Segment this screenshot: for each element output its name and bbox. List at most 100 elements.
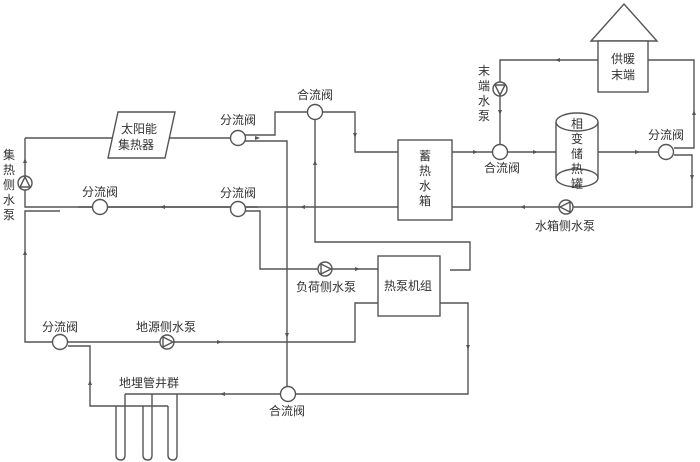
diverter-valve-solar-label: 分流阀 <box>220 113 256 127</box>
heating-terminal-roof <box>589 2 659 42</box>
pumps: 集 热 侧 水 泵 末 端 水 泵 水箱侧水泵 负荷侧水泵 <box>3 64 595 350</box>
collector-side-pump-char: 侧 <box>3 178 15 192</box>
heat-pump-unit: 热泵机组 <box>377 255 441 317</box>
diverter-valve-middle-label: 分流阀 <box>220 186 256 200</box>
terminal-pump: 末 端 水 泵 <box>478 64 508 123</box>
flow-arrow <box>88 380 92 385</box>
pipe-diverter-up-to-terminal <box>648 59 695 149</box>
merge-valve-right <box>491 143 509 161</box>
flow-arrow <box>520 205 525 209</box>
pipe-terminal-to-pump <box>499 59 598 145</box>
heat-pump-unit-label: 热泵机组 <box>384 279 432 293</box>
flow-arrow <box>466 345 470 350</box>
ground-u-tube-2 <box>142 394 153 461</box>
heat-storage-tank-char: 箱 <box>419 193 431 208</box>
pipe-diverter-down <box>573 154 693 208</box>
phase-change-tank-char: 相 <box>571 117 583 131</box>
pipe-diverter-to-wells <box>68 345 168 407</box>
flow-arrow <box>353 133 357 138</box>
pipes <box>24 59 695 461</box>
heat-pump-unit-shape <box>377 255 441 317</box>
pump-triangle-icon <box>162 335 175 349</box>
flow-arrow <box>313 160 317 165</box>
flow-arrow <box>498 110 502 115</box>
flow-arrow <box>285 333 289 338</box>
phase-change-tank: 相 变 储 热 罐 <box>555 112 599 191</box>
collector-side-pump-char: 集 <box>3 147 15 162</box>
pump-triangle-icon <box>558 200 571 214</box>
phase-change-tank-char: 罐 <box>571 177 583 191</box>
merge-valve-top <box>306 103 324 121</box>
solar-collector-label-line2: 集热器 <box>118 137 154 152</box>
pump-triangle-icon <box>18 175 32 188</box>
merge-valve-top-label: 合流阀 <box>297 87 333 102</box>
heating-terminal-label-line2: 末端 <box>611 68 635 82</box>
merge-valve-right-label: 合流阀 <box>484 160 520 175</box>
load-side-pump: 负荷侧水泵 <box>296 261 356 294</box>
pipe-diverter-to-merge-top <box>245 111 307 136</box>
diverter-valve-middle <box>229 200 247 218</box>
collector-side-pump-char: 泵 <box>3 208 15 222</box>
ground-well-group-label: 地埋管井群 <box>119 375 179 390</box>
terminal-pump-char: 末 <box>478 64 490 78</box>
terminal-pump-char: 水 <box>478 94 490 108</box>
flow-arrow <box>692 110 696 115</box>
diverter-valve-left-label: 分流阀 <box>82 185 118 199</box>
merge-valve-bottom-label: 合流阀 <box>269 403 305 418</box>
tank-side-pump-label: 水箱侧水泵 <box>535 218 595 233</box>
flow-arrow <box>355 267 360 271</box>
pipe-heatpump-to-ground-line <box>173 302 378 343</box>
phase-change-tank-bottom-rim <box>555 168 599 179</box>
heating-terminal: 供暖 末端 <box>589 2 659 93</box>
terminal-pump-char: 泵 <box>478 109 490 123</box>
flow-arrow <box>473 150 478 154</box>
pipe-merge-top-down <box>314 119 471 271</box>
heat-storage-tank-char: 蓄 <box>419 149 431 163</box>
diverter-valve-left <box>91 198 109 216</box>
solar-collector-label-line1: 太阳能 <box>121 121 157 136</box>
pipe-left-return-down <box>24 210 60 343</box>
diverter-valve-ground-label: 分流阀 <box>42 320 78 334</box>
flow-arrow <box>160 205 165 209</box>
diverter-valve-right-label: 分流阀 <box>648 128 684 142</box>
phase-change-tank-char: 热 <box>571 162 583 176</box>
pipe-merge-to-storage-tank <box>322 111 398 153</box>
ground-u-tube-3 <box>167 394 178 461</box>
pump-triangle-icon <box>320 262 333 276</box>
collector-side-pump: 集 热 侧 水 泵 <box>3 147 33 222</box>
flow-arrow <box>23 158 27 163</box>
diverter-valve-ground <box>51 333 69 351</box>
flow-arrow <box>300 205 305 209</box>
heat-storage-tank: 蓄 热 水 箱 <box>397 139 453 221</box>
tank-side-pump: 水箱侧水泵 <box>535 199 595 233</box>
solar-collector-shape <box>107 111 176 159</box>
heat-storage-tank-shape <box>397 139 453 221</box>
heat-storage-tank-char: 热 <box>419 164 431 178</box>
terminal-pump-char: 端 <box>478 79 490 93</box>
flow-arrow <box>690 175 694 180</box>
ground-side-pump-label: 地源侧水泵 <box>136 320 196 334</box>
merge-valve-bottom <box>279 385 297 403</box>
pipe-solar-diverter-down <box>245 140 288 387</box>
solar-collector: 太阳能 集热器 <box>107 111 176 159</box>
pump-triangle-icon <box>493 84 507 97</box>
load-side-pump-label: 负荷侧水泵 <box>296 280 356 294</box>
heating-terminal-label-line1: 供暖 <box>611 52 635 66</box>
phase-change-tank-char: 储 <box>571 146 583 161</box>
heat-storage-tank-char: 水 <box>419 179 431 193</box>
flow-arrow <box>533 150 538 154</box>
flow-arrows <box>23 58 696 396</box>
collector-side-pump-char: 水 <box>3 193 15 207</box>
ground-side-pump: 地源侧水泵 <box>136 320 196 350</box>
diverter-valve-solar <box>229 129 247 147</box>
flow-arrow <box>635 150 640 154</box>
pipe-to-load-pump <box>245 210 318 270</box>
flow-arrow <box>23 250 27 255</box>
flow-arrow <box>555 58 560 62</box>
diverter-valve-right <box>657 143 675 161</box>
flow-arrow <box>220 392 225 396</box>
valves: 分流阀 合流阀 分流阀 分流阀 合流阀 分流阀 分流阀 合流阀 <box>42 87 684 418</box>
phase-change-tank-char: 变 <box>571 131 583 146</box>
heating-terminal-body <box>597 40 649 93</box>
